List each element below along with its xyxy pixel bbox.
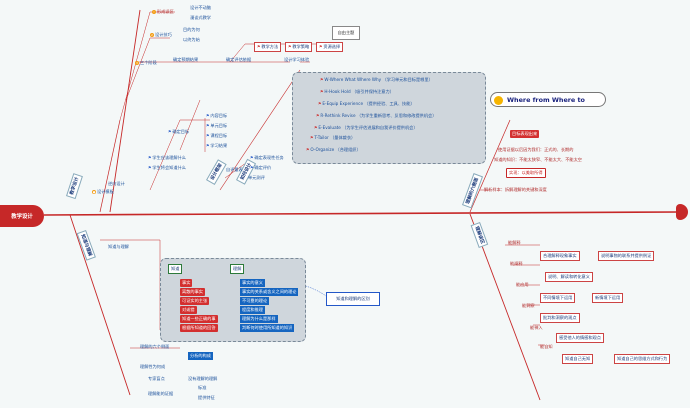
panel-header-know: 知道 xyxy=(168,264,183,274)
node-no-understand[interactable]: 没有理解的理解 xyxy=(188,376,218,381)
whereto-item-t[interactable]: T-Tailor （量体裁衣） xyxy=(310,135,355,140)
node-misconception-a[interactable]: 设计不动脑 xyxy=(190,5,211,10)
know-item[interactable]: 可证实的主张 xyxy=(180,297,210,305)
know-item[interactable]: 事实 xyxy=(180,279,193,287)
node-stage-2[interactable]: 确定评估依据 xyxy=(226,57,252,62)
node-self-know-b[interactable]: 知道自己的思维方式和行为 xyxy=(614,354,671,364)
node-design-skill-b[interactable]: 以终为始 xyxy=(183,37,200,42)
node-expert-blind[interactable]: 专家盲点 xyxy=(148,376,165,381)
node-will-know[interactable]: 学生将会知道什么 xyxy=(148,165,186,170)
node-self-rubric[interactable]: 自评量表 xyxy=(226,167,243,172)
whereto-item-e2[interactable]: E-Evaluate （为学生评估进展和自我评价提供机会） xyxy=(314,125,417,130)
priority-icon: ● xyxy=(92,190,96,194)
node-six-facets[interactable]: 理解的六个侧面 xyxy=(140,344,170,349)
node-unit-test[interactable]: 单元测评 xyxy=(248,175,265,180)
node-stage-1[interactable]: 确定预期结果 xyxy=(173,57,199,62)
know-vs-understand-note[interactable]: 知道和理解的区别 xyxy=(326,292,380,306)
know-item[interactable]: 离散的事实 xyxy=(180,288,205,296)
node-can-self-know[interactable]: 能自知 xyxy=(540,344,553,349)
node-misconception-b[interactable]: 漫谈式教学 xyxy=(190,15,211,20)
node-design-skill-a[interactable]: 目的为何 xyxy=(183,27,200,32)
whereto-item-o[interactable]: O-Organize （合理组织） xyxy=(306,147,360,152)
node-why-understand[interactable]: 理解性为何成 xyxy=(140,364,166,369)
node-insight-a[interactable]: 批判和洞察的观点 xyxy=(540,313,580,323)
node-backward-design[interactable]: 逆向设计 xyxy=(108,181,125,186)
understand-item[interactable]: 不可靠的理论 xyxy=(240,297,270,305)
node-unit-goal[interactable]: 单元目标 xyxy=(206,123,227,128)
understand-item[interactable]: 程度和推理 xyxy=(240,306,265,314)
node-evidence-note[interactable]: 使用证据以后因为我们：正式的、长期的 xyxy=(498,147,574,152)
free-topic-note[interactable]: 自由主题 xyxy=(332,26,360,40)
node-explain-a[interactable]: 合理解释现象事实 xyxy=(540,251,580,261)
node-design-template[interactable]: ●设计模板 xyxy=(92,189,114,194)
node-misconception[interactable]: !形成误区 xyxy=(152,9,174,14)
node-feature[interactable]: 提供特征 xyxy=(198,395,215,400)
node-apply-b[interactable]: 新情境下运用 xyxy=(592,293,624,303)
node-stage-3[interactable]: 设计学习体验 xyxy=(284,57,310,62)
node-teaching-method[interactable]: 教学方法 xyxy=(254,42,282,52)
lightbulb-icon xyxy=(494,96,503,105)
understand-item[interactable]: 事实的意义 xyxy=(240,279,265,287)
whereto-callout[interactable]: Where from Where to xyxy=(490,92,606,107)
node-can-apply[interactable]: 能应用 xyxy=(516,282,529,287)
understand-item[interactable]: 判断何时使用所知道的知识 xyxy=(240,324,295,332)
whereto-item-r[interactable]: R-Rethink Revise （为学生重新思考、反思和修改提供机会） xyxy=(316,113,436,118)
priority-icon: 3 xyxy=(135,61,139,65)
whereto-item-w[interactable]: W-Where What Where Why （学习单元和目标是哪里） xyxy=(320,77,432,82)
node-can-insight[interactable]: 能洞察 xyxy=(522,303,535,308)
whereto-item-h[interactable]: H-Hook Hold （吸引并保持注意力） xyxy=(320,89,393,94)
whereto-item-e[interactable]: E-Equip Experience （提供经验、工具、技能） xyxy=(318,101,414,106)
node-analysis-structure[interactable]: 分析的构成 xyxy=(188,352,213,360)
node-goal-shown[interactable]: 目标表现出来 xyxy=(510,130,540,138)
root-node[interactable]: 教学设计 xyxy=(0,205,44,227)
understand-item[interactable]: 理解为什么是那样 xyxy=(240,315,278,323)
node-resource-select[interactable]: 资源选择 xyxy=(316,42,344,52)
node-realize[interactable]: 实现：以美取所得 xyxy=(506,168,546,178)
node-content-goal[interactable]: 内容目标 xyxy=(206,113,227,118)
node-define-goals[interactable]: 确定目标 xyxy=(168,129,189,134)
panel-header-understand: 理解 xyxy=(230,264,245,274)
node-can-empathize[interactable]: 能神入 xyxy=(530,325,543,330)
priority-icon: ! xyxy=(152,10,156,14)
priority-icon: 2 xyxy=(150,33,154,37)
node-evidence-understand[interactable]: 理解能的证据 xyxy=(148,391,174,396)
node-explain-b[interactable]: 说明事物的联系并提供例证 xyxy=(598,251,655,261)
node-sample-analysis[interactable]: 解析样本：拆解理解的关键和深度 xyxy=(484,187,547,192)
node-knowledge-note[interactable]: 知道的知识：不能太狭窄、不能太大、不能太空 xyxy=(494,157,582,162)
node-can-explain[interactable]: 能解释 xyxy=(508,240,521,245)
node-learning-result[interactable]: 学习结果 xyxy=(206,143,227,148)
node-interpret-a[interactable]: 说明、解读和转化意义 xyxy=(545,272,593,282)
know-item[interactable]: 根据所知道的回答 xyxy=(180,324,218,332)
node-standard[interactable]: 标准 xyxy=(198,385,207,390)
understand-item[interactable]: 事实的关系或含义之间的理论 xyxy=(240,288,299,296)
node-performance-task[interactable]: 确定表现性任务 xyxy=(250,155,283,160)
know-item[interactable]: 对或错 xyxy=(180,306,197,314)
spine-arrowhead xyxy=(676,204,688,220)
node-course-goal[interactable]: 课程目标 xyxy=(206,133,227,138)
node-teaching-strategy[interactable]: 教学策略 xyxy=(285,42,313,52)
node-know-understand[interactable]: 知道与理解 xyxy=(108,244,129,249)
node-should-understand[interactable]: 学生应该理解什么 xyxy=(148,155,186,160)
node-can-interpret[interactable]: 能阐释 xyxy=(510,261,523,266)
know-item[interactable]: 知道一些正确的事 xyxy=(180,315,218,323)
node-self-know-a[interactable]: 知道自己无知 xyxy=(562,354,594,364)
node-apply-a[interactable]: 不同情境下运用 xyxy=(540,293,576,303)
node-define-evaluation[interactable]: 确定评价 xyxy=(250,165,271,170)
node-empathize-a[interactable]: 感受他人的情感和观点 xyxy=(556,333,604,343)
